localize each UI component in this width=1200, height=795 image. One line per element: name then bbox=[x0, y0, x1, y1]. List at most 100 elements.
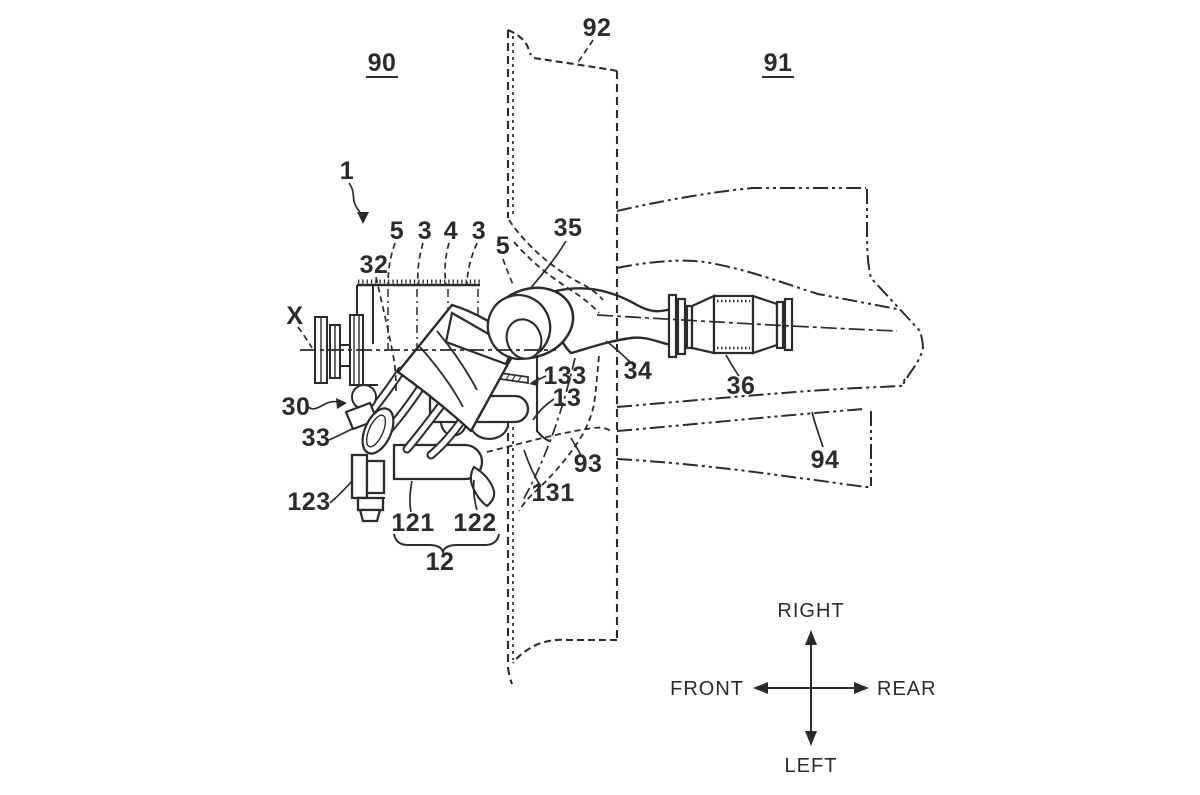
leader-13 bbox=[532, 398, 555, 421]
ref-label-123: 123 bbox=[287, 488, 330, 516]
converter-35-inlet bbox=[505, 318, 543, 360]
leader-4 bbox=[444, 242, 450, 286]
leader-93 bbox=[570, 437, 582, 456]
axis-lines bbox=[300, 314, 898, 351]
compass-arrowhead-left bbox=[753, 682, 768, 694]
converter-36-body bbox=[712, 294, 755, 355]
tunnel-inner-lower-line bbox=[616, 378, 906, 408]
ref-label-32: 32 bbox=[360, 251, 389, 279]
dash-panel-92 bbox=[486, 29, 619, 685]
leader-133-arrowhead bbox=[529, 377, 539, 386]
ref-label-3-b: 3 bbox=[472, 217, 486, 245]
bolt-hex bbox=[358, 508, 382, 523]
leader-122 bbox=[472, 479, 478, 511]
ref-label-x: X bbox=[286, 302, 303, 330]
ref-label-30: 30 bbox=[282, 393, 311, 421]
ref-label-91: 91 bbox=[764, 49, 793, 77]
wall-top-curl bbox=[507, 29, 618, 73]
ref-label-1: 1 bbox=[340, 157, 354, 185]
wall-bottom-edge bbox=[512, 638, 617, 664]
shield-detail-lines bbox=[419, 330, 478, 408]
tunnel-edge-93-line bbox=[521, 357, 576, 503]
compass-arrowhead-bottom bbox=[805, 731, 817, 746]
cylinder-axis-lines bbox=[387, 289, 479, 349]
mount-bracket-edge bbox=[535, 349, 550, 442]
leader-3b bbox=[466, 242, 478, 286]
pulley-hub-lines bbox=[340, 344, 350, 367]
ref-label-5-a: 5 bbox=[390, 217, 404, 245]
compass-label-front: FRONT bbox=[670, 678, 744, 700]
tunnel-bottom-line bbox=[616, 458, 871, 488]
leader-1-arrowhead bbox=[357, 212, 369, 224]
leader-94 bbox=[811, 411, 824, 448]
bracket-plate-outer bbox=[350, 453, 369, 500]
ref-label-121: 121 bbox=[391, 509, 434, 537]
leader-123 bbox=[329, 480, 353, 504]
ref-label-4: 4 bbox=[444, 217, 458, 245]
tunnel-mid-lower-line bbox=[616, 408, 872, 486]
flange-left-outer bbox=[667, 293, 678, 359]
exhaust-pipe-34 bbox=[553, 287, 673, 355]
leader-5b bbox=[502, 258, 514, 286]
leader-92 bbox=[576, 39, 594, 65]
ref-label-3-a: 3 bbox=[418, 217, 432, 245]
body-outline-94 bbox=[616, 187, 925, 488]
leader-33 bbox=[328, 427, 355, 441]
ref-label-36: 36 bbox=[727, 372, 756, 400]
leader-x bbox=[297, 326, 313, 349]
lower-pipe-121 bbox=[392, 443, 484, 481]
leader-131 bbox=[523, 449, 542, 488]
filter-barrel-inner bbox=[365, 414, 387, 448]
compass-arrowhead-right bbox=[854, 682, 869, 694]
orientation-compass: RIGHT FRONT REAR LEFT bbox=[670, 600, 937, 777]
bracket-123 bbox=[350, 453, 386, 523]
compass-label-right: RIGHT bbox=[777, 600, 844, 622]
floor-edge-curve bbox=[486, 426, 612, 453]
wall-opening-lower-curve bbox=[518, 355, 600, 512]
compass-label-rear: REAR bbox=[877, 678, 937, 700]
leader-5a bbox=[387, 242, 396, 286]
ref-label-90: 90 bbox=[368, 49, 397, 77]
wall-opening-upper-curves bbox=[508, 219, 604, 314]
leader-34 bbox=[605, 340, 632, 364]
oil-filter-33 bbox=[344, 401, 395, 455]
ref-label-34: 34 bbox=[624, 357, 653, 385]
bracket-plate-inner bbox=[365, 459, 386, 495]
cone-left bbox=[690, 294, 716, 355]
bolt-head bbox=[356, 496, 385, 512]
ref-label-12: 12 bbox=[426, 548, 455, 576]
leader-32 bbox=[375, 276, 397, 392]
leader-3a bbox=[416, 242, 424, 286]
leader-35 bbox=[529, 240, 567, 290]
leader-lines bbox=[306, 76, 824, 556]
compass-arrowhead-top bbox=[805, 630, 817, 645]
tunnel-inner-upper-line bbox=[616, 259, 898, 310]
ref-label-93: 93 bbox=[574, 450, 603, 478]
tunnel-top-outline bbox=[616, 187, 866, 212]
ref-label-5-b: 5 bbox=[496, 232, 510, 260]
flange-right-outer bbox=[783, 297, 794, 352]
catalytic-converter-36 bbox=[667, 293, 794, 359]
ref-label-33: 33 bbox=[302, 424, 331, 452]
leader-121 bbox=[409, 480, 413, 513]
catalytic-converter-35 bbox=[486, 286, 575, 361]
dashed-leader-lines bbox=[297, 39, 594, 392]
wall-left-outer-line bbox=[506, 30, 513, 685]
ref-label-131: 131 bbox=[531, 479, 574, 507]
exhaust-manifold-32 bbox=[358, 366, 468, 460]
crank-pulley bbox=[314, 314, 378, 410]
ref-label-35: 35 bbox=[554, 214, 583, 242]
exhaust-axis bbox=[596, 314, 898, 332]
flange-left-inner bbox=[676, 297, 687, 356]
brace-12 bbox=[393, 533, 500, 556]
ref-label-133: 133 bbox=[543, 362, 586, 390]
ref-label-13: 13 bbox=[553, 384, 582, 412]
tail-pipe-122 bbox=[469, 465, 496, 508]
compass-label-left: LEFT bbox=[785, 755, 838, 777]
ref-label-122: 122 bbox=[453, 509, 496, 537]
tunnel-nose-outline bbox=[866, 189, 925, 387]
ref-label-94: 94 bbox=[811, 446, 840, 474]
leader-36 bbox=[725, 354, 740, 377]
